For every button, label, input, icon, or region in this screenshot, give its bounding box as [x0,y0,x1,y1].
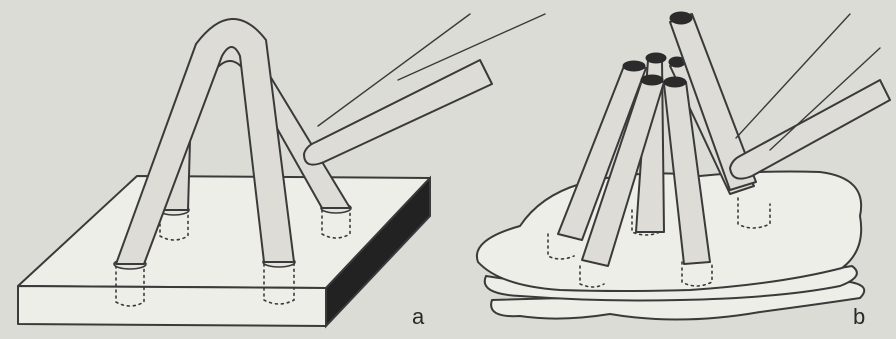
slab-front-face [18,286,326,326]
panel-label-b: b [853,304,865,330]
mass-top [477,172,861,292]
pipette-b [730,14,890,179]
panel-label-a: a [412,304,424,330]
pipette [304,14,545,165]
panel-b [477,12,890,320]
panel-a [18,14,545,326]
